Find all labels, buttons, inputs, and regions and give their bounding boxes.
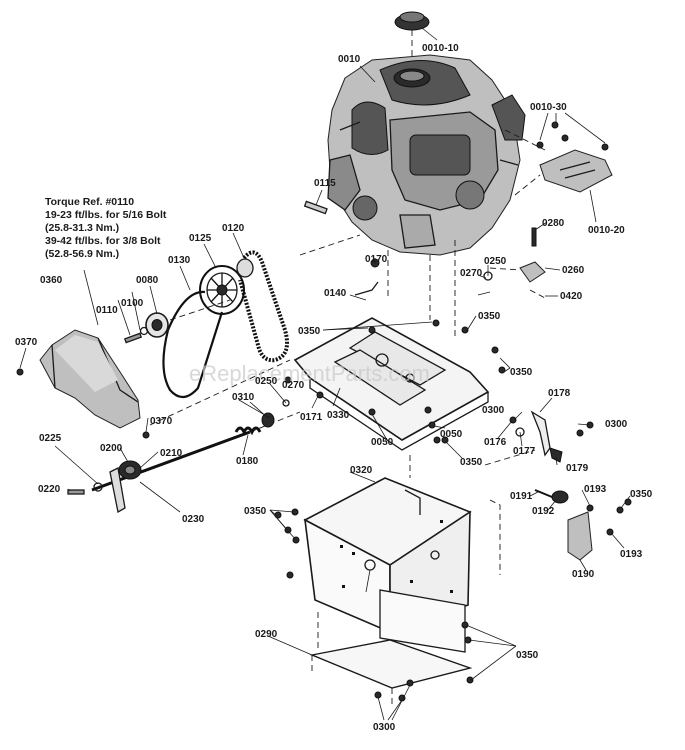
callout-0010-30: 0010-30 xyxy=(530,102,567,113)
callout-0270: 0270 xyxy=(460,268,483,279)
torque-note-line1: Torque Ref. #0110 xyxy=(45,196,134,208)
callout-0180: 0180 xyxy=(236,456,259,467)
callout-0370-a: 0370 xyxy=(15,337,38,348)
leader-lines xyxy=(19,27,631,721)
engine xyxy=(327,54,526,256)
callout-0140: 0140 xyxy=(324,288,347,299)
callout-0370-b: 0370 xyxy=(150,416,173,427)
callout-0290: 0290 xyxy=(255,629,278,640)
part-callouts: 0010 0010-10 0010-30 0010-20 0115 0120 0… xyxy=(15,43,653,733)
callout-0300-a: 0300 xyxy=(482,405,505,416)
frame-plate xyxy=(293,317,490,451)
torque-note: Torque Ref. #0110 19-23 ft/lbs. for 5/16… xyxy=(45,196,167,260)
callout-0330: 0330 xyxy=(327,410,350,421)
frame-hardware xyxy=(284,258,506,444)
belt-cover xyxy=(39,329,141,429)
callout-0350-a: 0350 xyxy=(298,326,321,337)
callout-0193-b: 0193 xyxy=(620,549,643,560)
callout-0010-20: 0010-20 xyxy=(588,225,625,236)
shift-parts xyxy=(534,489,632,561)
callout-0280: 0280 xyxy=(542,218,565,229)
watermark-text: eReplacementParts.com xyxy=(189,361,430,386)
idler-bracket xyxy=(477,227,546,299)
callout-0360: 0360 xyxy=(40,275,63,286)
callout-0250-b: 0250 xyxy=(255,376,278,387)
screw-0370a xyxy=(16,368,24,376)
callout-0191: 0191 xyxy=(510,491,533,502)
callout-0110: 0110 xyxy=(96,305,118,316)
key-0115 xyxy=(303,200,328,215)
lower-frame xyxy=(303,477,501,653)
callout-0300-c: 0300 xyxy=(373,722,396,733)
drive-belt-0120 xyxy=(238,250,289,363)
callout-0190: 0190 xyxy=(572,569,595,580)
screw-0370b xyxy=(142,431,150,439)
engine-pulley xyxy=(199,258,254,315)
callout-0050-a: 0050 xyxy=(371,437,394,448)
callout-0115: 0115 xyxy=(314,178,336,189)
callout-0320: 0320 xyxy=(350,465,373,476)
engine-bracket-plate xyxy=(536,121,613,193)
auger-pulley xyxy=(145,312,169,338)
callout-0350-d: 0350 xyxy=(460,457,483,468)
callout-0130: 0130 xyxy=(168,255,191,266)
torque-note-line2: 19-23 ft/lbs. for 5/16 Bolt xyxy=(45,209,167,221)
torque-note-line3: (25.8-31.3 Nm.) xyxy=(45,222,119,234)
callout-0350-c: 0350 xyxy=(510,367,533,378)
callout-0010-10: 0010-10 xyxy=(422,43,459,54)
callout-0100: 0100 xyxy=(121,298,144,309)
callout-0193-a: 0193 xyxy=(584,484,607,495)
v-belt-0130 xyxy=(162,290,224,399)
callout-0125: 0125 xyxy=(189,233,212,244)
callout-0260: 0260 xyxy=(562,265,585,276)
bolt-0110 xyxy=(123,332,143,344)
callout-0200: 0200 xyxy=(100,443,123,454)
torque-note-line5: (52.8-56.9 Nm.) xyxy=(45,248,119,260)
callout-0220: 0220 xyxy=(38,484,61,495)
callout-0178: 0178 xyxy=(548,388,571,399)
torque-note-line4: 39-42 ft/lbs. for 3/8 Bolt xyxy=(45,235,161,247)
drive-spring xyxy=(234,399,290,436)
auger-shaft xyxy=(67,411,301,514)
shift-bracket xyxy=(509,410,594,463)
callout-0176: 0176 xyxy=(484,437,507,448)
callout-0350-g: 0350 xyxy=(630,489,653,500)
callout-0170: 0170 xyxy=(365,254,388,265)
callout-0050-b: 0050 xyxy=(440,429,463,440)
callout-0420: 0420 xyxy=(560,291,583,302)
assembly-lines xyxy=(149,129,546,478)
callout-0179: 0179 xyxy=(566,463,589,474)
callout-0300-b: 0300 xyxy=(605,419,628,430)
callout-0230: 0230 xyxy=(182,514,205,525)
callout-0177: 0177 xyxy=(513,446,536,457)
callout-0210: 0210 xyxy=(160,448,183,459)
bottom-plate xyxy=(309,639,473,708)
gas-cap xyxy=(394,11,430,58)
callout-0225: 0225 xyxy=(39,433,62,444)
callout-0350-e: 0350 xyxy=(244,506,267,517)
callout-0171: 0171 xyxy=(300,412,323,423)
callout-0080: 0080 xyxy=(136,275,159,286)
callout-0010: 0010 xyxy=(338,54,361,65)
callout-0250-a: 0250 xyxy=(484,256,507,267)
callout-0120: 0120 xyxy=(222,223,245,234)
callout-0270-b: 0270 xyxy=(282,380,305,391)
washer-0100 xyxy=(139,326,149,336)
callout-0350-b: 0350 xyxy=(478,311,501,322)
callout-0310: 0310 xyxy=(232,392,255,403)
callout-0350-f: 0350 xyxy=(516,650,539,661)
callout-0192: 0192 xyxy=(532,506,555,517)
